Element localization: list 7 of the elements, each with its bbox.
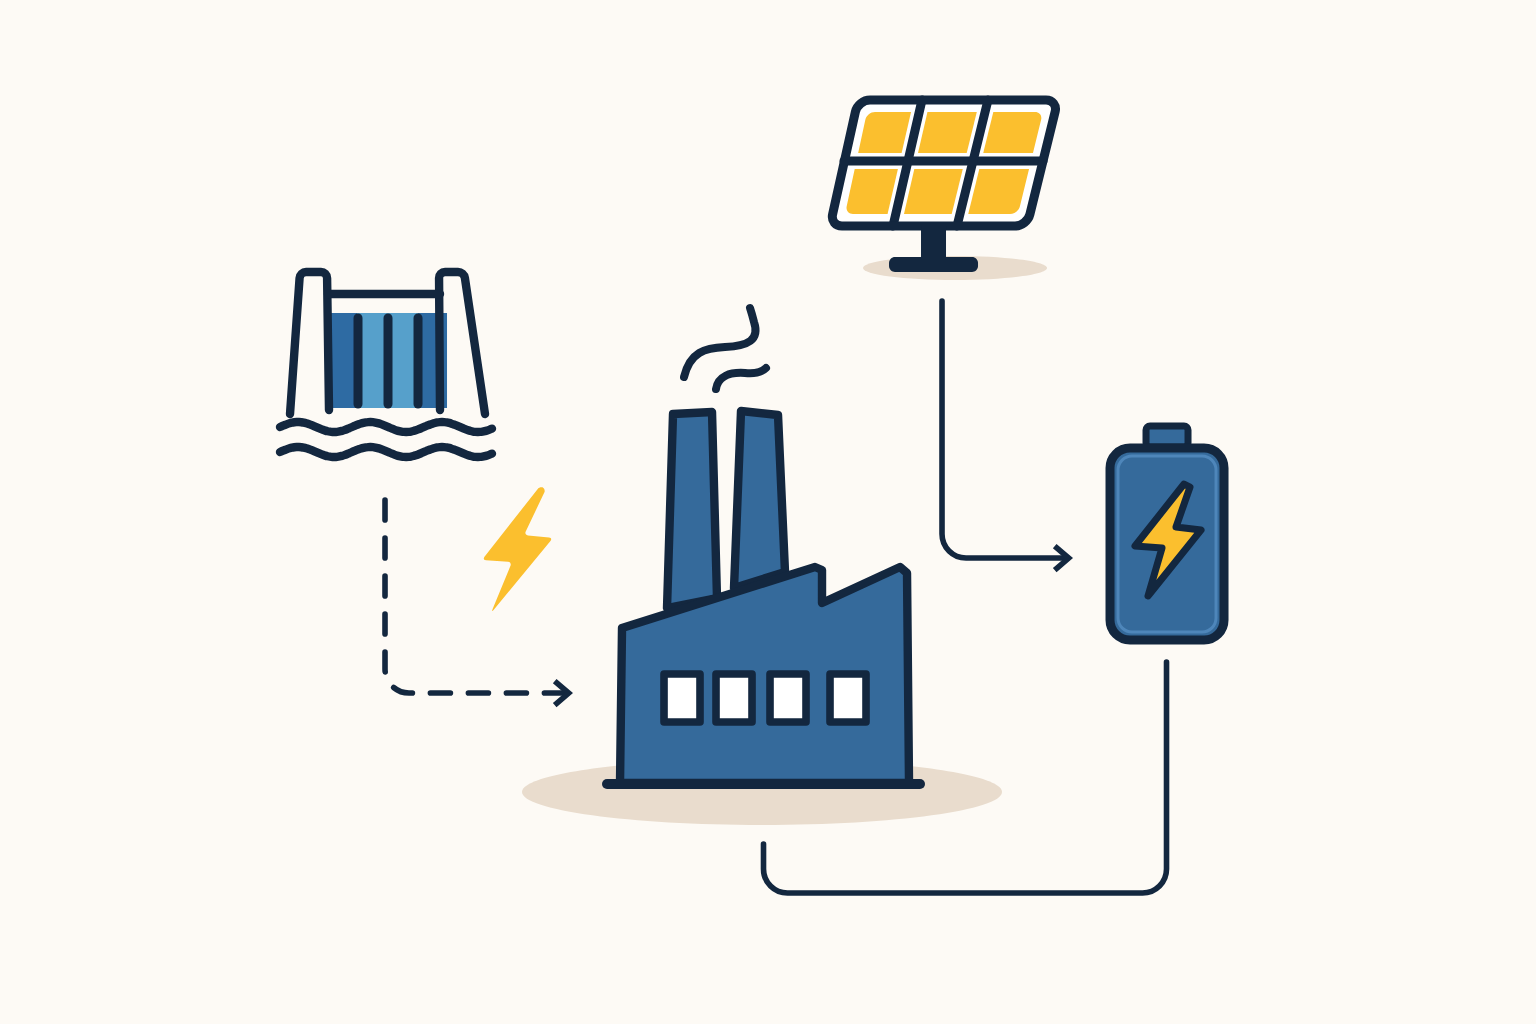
factory-drawing xyxy=(602,304,925,789)
arrow xyxy=(939,298,1073,573)
dam-drawing xyxy=(275,267,497,462)
battery-drawing xyxy=(1105,422,1229,645)
solar-panel-drawing xyxy=(827,95,1060,272)
connector-line xyxy=(760,659,1170,896)
dashed-arrow xyxy=(382,497,573,708)
